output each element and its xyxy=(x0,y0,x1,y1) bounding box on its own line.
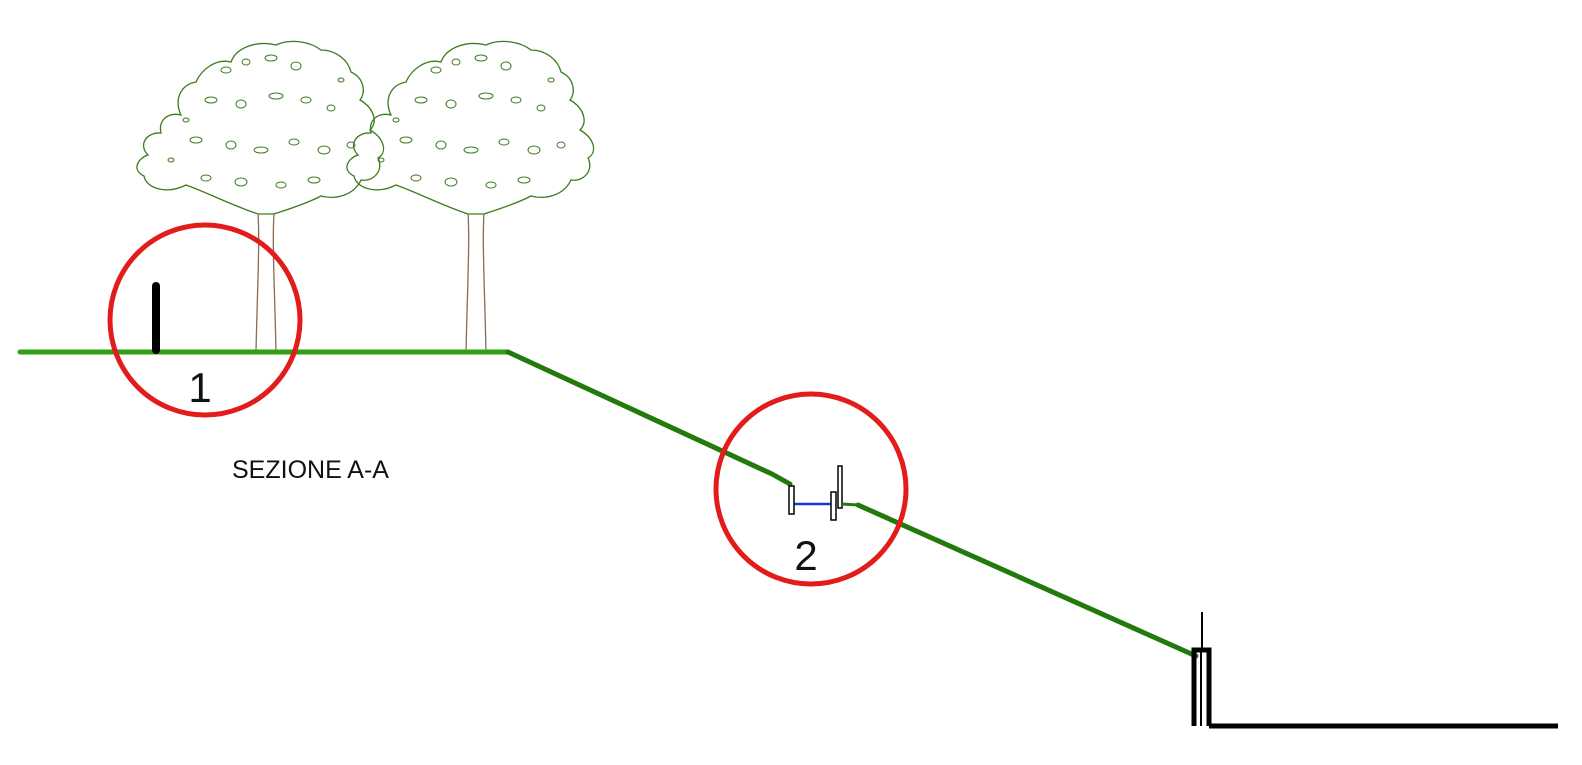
ground-line-slope-lower xyxy=(855,502,1199,659)
channel-post-right xyxy=(830,491,837,521)
ground-line-slope xyxy=(505,349,793,487)
callout-number-2: 2 xyxy=(794,532,817,579)
tree-elevation-icon xyxy=(346,40,595,353)
channel-post-tall xyxy=(837,465,843,509)
tree-elevation-icon xyxy=(136,40,385,353)
drain-channel xyxy=(788,465,859,521)
callout-circle-2 xyxy=(713,391,909,587)
wall-outline xyxy=(1191,647,1212,726)
section-title: SEZIONE A-A xyxy=(232,456,389,484)
retaining-wall-icon xyxy=(1191,612,1558,729)
channel-post-left xyxy=(788,485,795,515)
callout-circle-1 xyxy=(107,222,303,418)
channel-edge xyxy=(841,502,859,507)
callout-number-1: 1 xyxy=(188,364,211,411)
